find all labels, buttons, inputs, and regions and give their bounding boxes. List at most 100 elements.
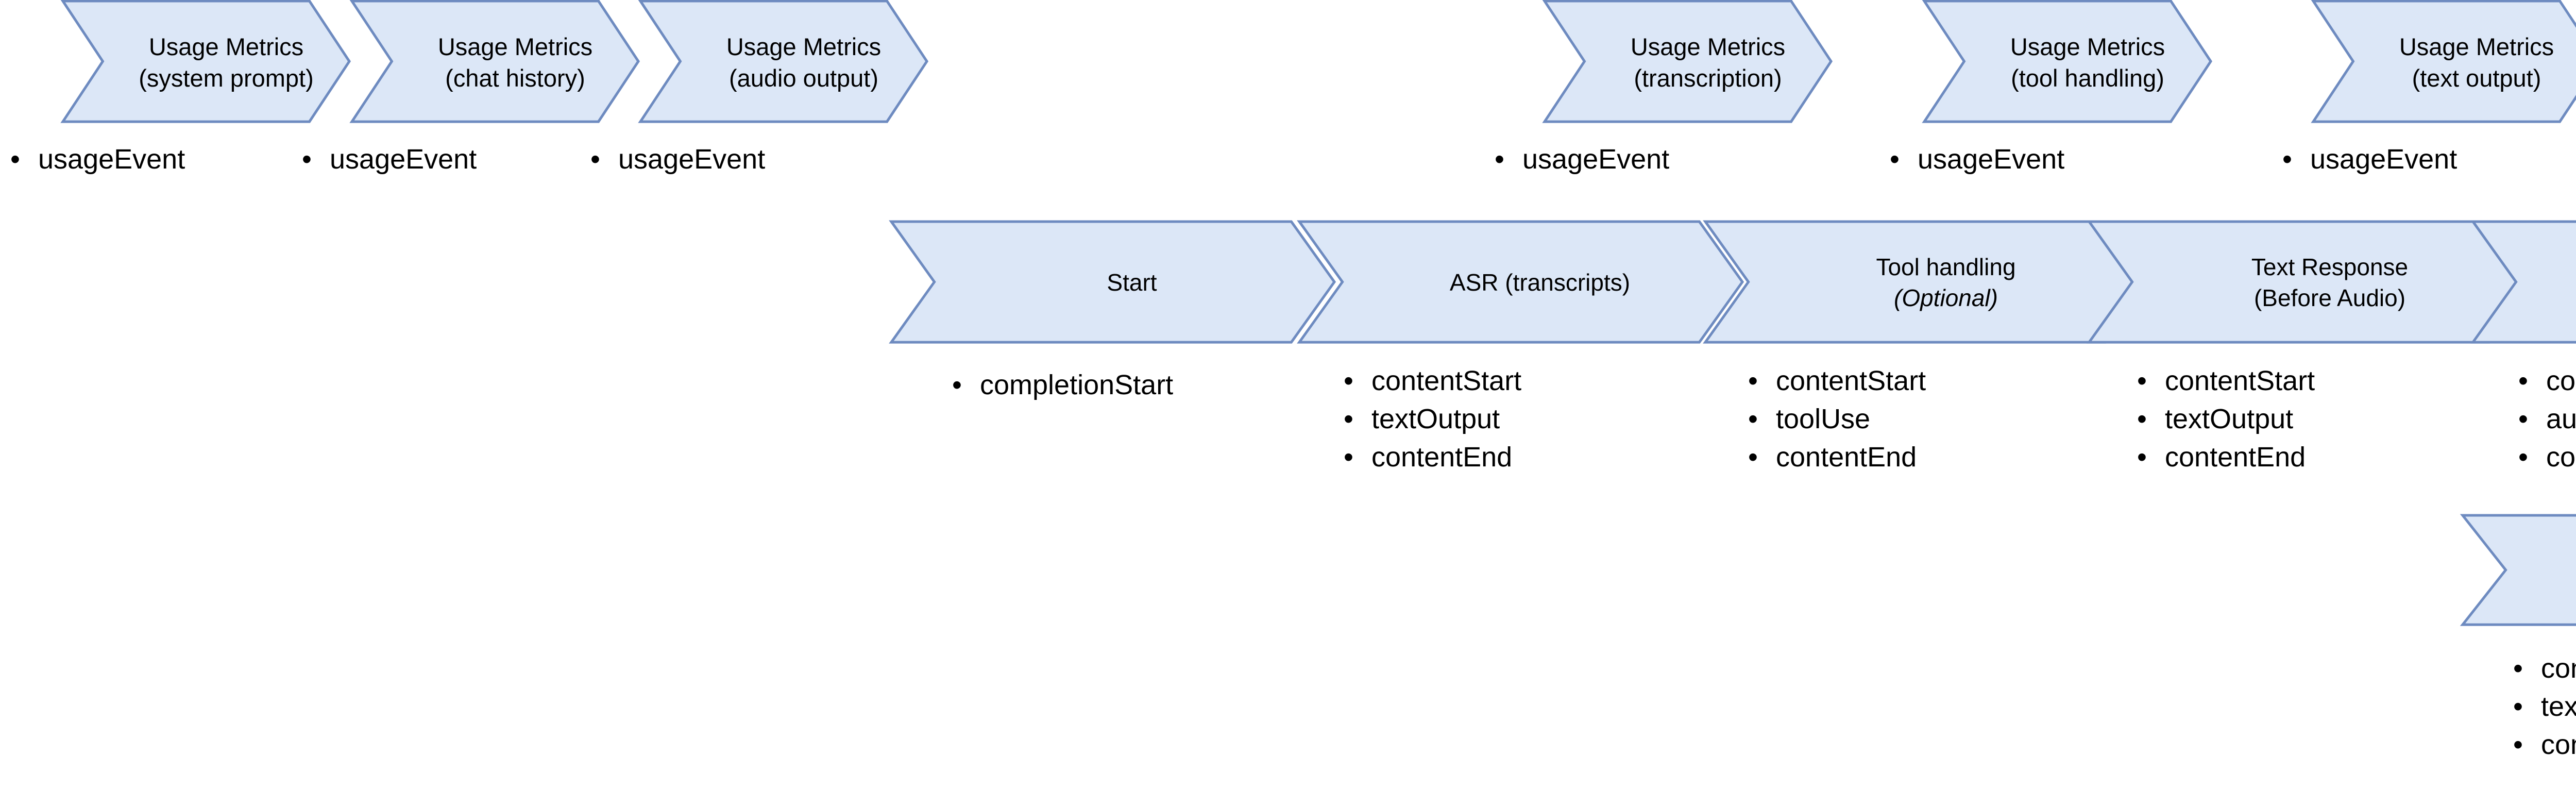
- usage-metrics-node-3-event-list: • usageEvent: [586, 140, 765, 178]
- bullet-icon: •: [2518, 365, 2528, 396]
- bullet-icon: •: [1344, 442, 1353, 473]
- chevron-shape: [2089, 222, 2534, 344]
- usage-metrics-node-5-event-list: • usageEvent: [1886, 140, 2064, 178]
- chevron-shape: [1545, 1, 1833, 124]
- event-name: textOutput: [2541, 691, 2576, 722]
- event-name: contentEnd: [2541, 729, 2576, 760]
- usage-metrics-node-4-event-list: • usageEvent: [1490, 140, 1669, 178]
- event-list-item: • completionStart: [948, 366, 1173, 404]
- usage-metrics-node-5[interactable]: Usage Metrics(tool handling): [1924, 1, 2213, 124]
- bullet-icon: •: [2513, 653, 2523, 684]
- usage-metrics-node-4[interactable]: Usage Metrics(transcription): [1545, 1, 1833, 124]
- chevron-shape: [1299, 222, 1744, 344]
- lifecycle-node-1[interactable]: Start: [891, 222, 1336, 344]
- usage-metrics-node-6-event-list: •usageEvent: [2278, 140, 2457, 178]
- chevron-shape: [1924, 1, 2213, 124]
- event-list-item: • contentEnd: [2133, 438, 2315, 476]
- event-list-item: • textOutput: [1340, 400, 1521, 438]
- event-name: contentStart: [2165, 365, 2315, 396]
- event-name: usageEvent: [618, 144, 766, 175]
- event-name: contentEnd: [2546, 442, 2576, 473]
- usage-metrics-node-6[interactable]: Usage Metrics(text output): [2313, 1, 2576, 124]
- event-list-item: •textOutput: [2133, 400, 2315, 438]
- lifecycle-node-3[interactable]: Tool handling(Optional): [1705, 222, 2150, 344]
- bullet-icon: •: [1344, 404, 1353, 434]
- usage-metrics-node-3[interactable]: Usage Metrics(audio output): [640, 1, 929, 124]
- chevron-shape: [2463, 515, 2576, 627]
- lifecycle-node-4[interactable]: Text Response(Before Audio): [2089, 222, 2534, 344]
- bullet-icon: •: [1890, 144, 1900, 175]
- barge-in-node-1-event-list: • contentStart • textOutput • contentEnd: [2509, 649, 2576, 764]
- event-list-item: • contentStart: [2509, 649, 2576, 687]
- bullet-icon: •: [2518, 442, 2528, 473]
- event-name: usageEvent: [1522, 144, 1670, 175]
- bullet-icon: •: [302, 144, 312, 175]
- event-list-item: • contentStart: [2514, 362, 2576, 400]
- bullet-icon: •: [10, 144, 20, 175]
- event-name: contentStart: [2546, 365, 2576, 396]
- event-list-item: • usageEvent: [1886, 140, 2064, 178]
- bullet-icon: •: [1748, 404, 1758, 434]
- bullet-icon: •: [2518, 404, 2528, 434]
- chevron-shape: [2313, 1, 2576, 124]
- bullet-icon: •: [2513, 729, 2523, 760]
- bullet-icon: •: [952, 370, 962, 400]
- usage-metrics-node-2[interactable]: Usage Metrics(chat history): [352, 1, 640, 124]
- event-list-item: • usageEvent: [586, 140, 765, 178]
- usage-metrics-node-1-event-list: • usageEvent: [6, 140, 185, 178]
- event-list-item: • toolUse: [1744, 400, 1926, 438]
- lifecycle-node-2[interactable]: ASR (transcripts): [1299, 222, 1744, 344]
- lifecycle-node-5-event-list: • contentStart • audioOutput • contentEnd: [2514, 362, 2576, 476]
- lifecycle-node-1-event-list: • completionStart: [948, 366, 1173, 404]
- event-list-item: •usageEvent: [2278, 140, 2457, 178]
- event-name: usageEvent: [330, 144, 477, 175]
- lifecycle-node-4-event-list: •contentStart•textOutput•contentEnd: [2133, 362, 2315, 476]
- event-name: contentStart: [1371, 365, 1522, 396]
- bullet-icon: •: [1748, 365, 1758, 396]
- event-list-item: • usageEvent: [1490, 140, 1669, 178]
- event-list-item: • contentEnd: [2509, 726, 2576, 764]
- event-name: usageEvent: [2310, 144, 2458, 175]
- bullet-icon: •: [1748, 442, 1758, 473]
- chevron-shape: [63, 1, 351, 124]
- event-list-item: • contentStart: [1340, 362, 1521, 400]
- event-name: toolUse: [1776, 404, 1871, 434]
- bullet-icon: •: [2137, 442, 2147, 473]
- event-name: contentStart: [2541, 653, 2576, 684]
- event-name: contentEnd: [2165, 442, 2306, 473]
- event-name: textOutput: [1371, 404, 1500, 434]
- bullet-icon: •: [2137, 404, 2147, 434]
- usage-metrics-node-1[interactable]: Usage Metrics(system prompt): [63, 1, 351, 124]
- bullet-icon: •: [1344, 365, 1353, 396]
- event-name: contentEnd: [1371, 442, 1513, 473]
- barge-in-node-1[interactable]: Barge in(User Interruption): [2463, 515, 2576, 627]
- bullet-icon: •: [1495, 144, 1504, 175]
- event-list-item: • contentStart: [2133, 362, 2315, 400]
- event-name: contentStart: [1776, 365, 1926, 396]
- lifecycle-node-5[interactable]: Audio Response: [2473, 222, 2576, 344]
- lifecycle-node-3-event-list: • contentStart • toolUse • contentEnd: [1744, 362, 1926, 476]
- usage-metrics-node-2-event-list: • usageEvent: [298, 140, 477, 178]
- event-list-item: • contentEnd: [1340, 438, 1521, 476]
- event-name: usageEvent: [1918, 144, 2065, 175]
- event-name: contentEnd: [1776, 442, 1917, 473]
- event-list-item: • usageEvent: [6, 140, 185, 178]
- event-list-item: • contentEnd: [1744, 438, 1926, 476]
- event-list-item: • audioOutput: [2514, 400, 2576, 438]
- chevron-shape: [352, 1, 640, 124]
- chevron-shape: [640, 1, 929, 124]
- event-list-item: • contentEnd: [2514, 438, 2576, 476]
- chevron-shape: [891, 222, 1336, 344]
- bullet-icon: •: [2137, 365, 2147, 396]
- event-name: usageEvent: [38, 144, 185, 175]
- chevron-shape: [2473, 222, 2576, 344]
- event-list-item: • textOutput: [2509, 687, 2576, 726]
- bullet-icon: •: [2513, 691, 2523, 722]
- bullet-icon: •: [590, 144, 600, 175]
- event-list-item: • contentStart: [1744, 362, 1926, 400]
- event-name: completionStart: [980, 370, 1174, 400]
- event-name: audioOutput: [2546, 404, 2576, 434]
- chevron-shape: [1705, 222, 2150, 344]
- lifecycle-node-2-event-list: • contentStart • textOutput • contentEnd: [1340, 362, 1521, 476]
